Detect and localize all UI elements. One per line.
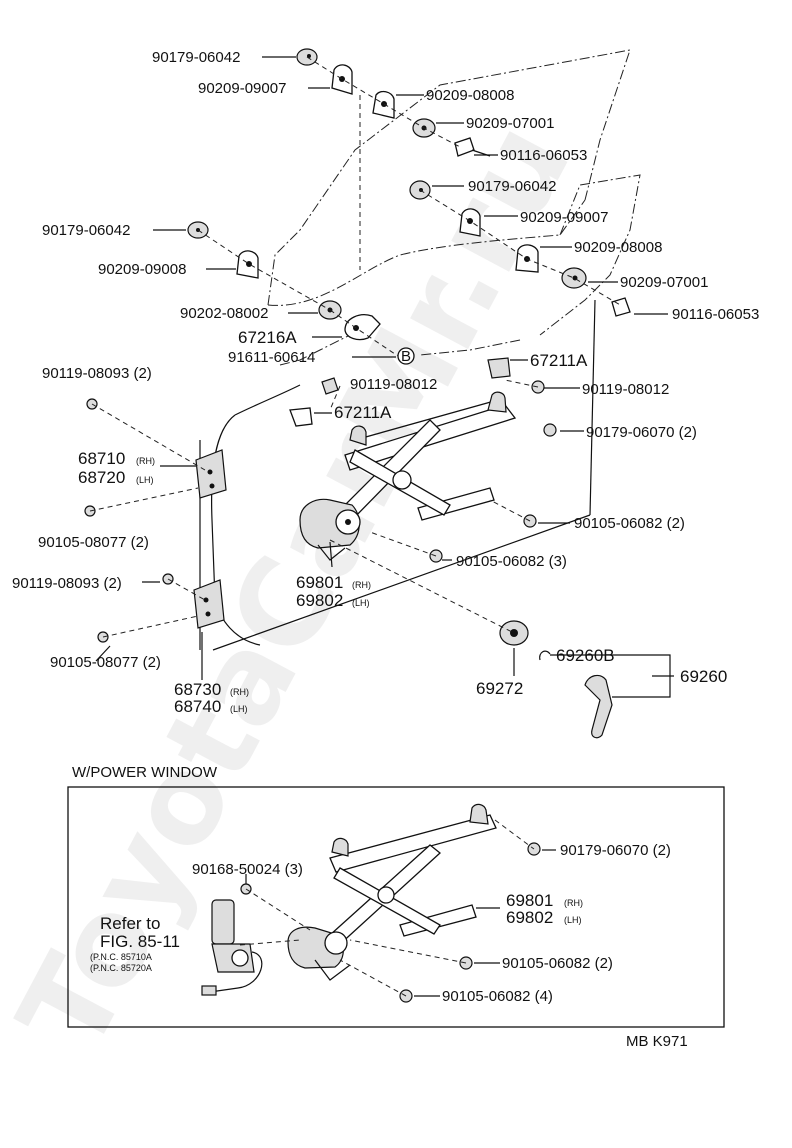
part-label: 90209-09007 (520, 209, 608, 226)
part-label: 90209-07001 (620, 274, 708, 291)
part-label: 90105-06082 (2) (502, 955, 613, 972)
part-label: 68730 (174, 680, 221, 699)
part-label: 90116-06053 (500, 147, 587, 164)
reference-note: (P.N.C. 85720A (90, 963, 152, 973)
part-label: 67211A (530, 351, 588, 370)
diagram-code: MB K971 (626, 1033, 688, 1050)
part-labels-middle: 68710 (RH) 68720 (LH) 90105-06082 (2) 90… (12, 449, 727, 716)
reference-note: FIG. 85-11 (100, 932, 180, 951)
part-label: 90168-50024 (3) (192, 861, 303, 878)
part-label-suffix: (RH) (564, 898, 583, 908)
solid-leaders (95, 56, 674, 698)
part-label-suffix: (RH) (136, 456, 155, 466)
part-label: 90105-06082 (2) (574, 515, 685, 532)
part-label: 67216A (238, 328, 297, 347)
part-label-suffix: (RH) (230, 687, 249, 697)
part-label: 69272 (476, 679, 523, 698)
part-label: 90119-08012 (350, 376, 437, 393)
reference-note: (P.N.C. 85710A (90, 952, 152, 962)
part-label: 69801 (296, 573, 343, 592)
part-label: 69802 (296, 591, 343, 610)
part-label: 90209-08008 (426, 87, 514, 104)
window-crank-handle (499, 620, 613, 739)
window-regulator-power (287, 803, 497, 981)
part-label: 90209-08008 (574, 239, 662, 256)
part-label: 91611-60614 (228, 349, 315, 366)
small-fasteners (84, 357, 557, 643)
part-label: 90209-07001 (466, 115, 554, 132)
reference-note: Refer to (100, 914, 160, 933)
part-label: 90202-08002 (180, 305, 268, 322)
power-window-leaders (239, 819, 556, 997)
part-label: 90209-09008 (98, 261, 186, 278)
part-label: 90119-08012 (582, 381, 669, 398)
reference-letter: B (401, 348, 411, 365)
part-label: 90209-09007 (198, 80, 286, 97)
part-label: 69260 (680, 667, 727, 686)
part-labels-power-window: 90179-06070 (2) 90168-50024 (3) 69801 (R… (90, 842, 671, 1005)
part-label: 90105-06082 (4) (442, 988, 553, 1005)
door-glass-outline (267, 49, 641, 366)
power-window-box (67, 786, 725, 1028)
part-label: 90116-06053 (672, 306, 759, 323)
part-label: 90179-06070 (2) (586, 424, 697, 441)
part-label: 68740 (174, 697, 221, 716)
part-label: 90105-08077 (2) (38, 534, 149, 551)
part-label: 90179-06042 (152, 49, 240, 66)
part-label: 90179-06070 (2) (560, 842, 671, 859)
window-regulator-manual (299, 391, 517, 561)
part-label-suffix: (LH) (230, 704, 248, 714)
part-label: 69801 (506, 891, 553, 910)
part-label: 69802 (506, 908, 553, 927)
part-label-suffix: (LH) (136, 475, 154, 485)
part-label: 90119-08093 (2) (42, 365, 152, 382)
part-labels-top: 90179-06042 90209-09007 90209-08008 9020… (42, 49, 759, 441)
part-label-suffix: (LH) (564, 915, 582, 925)
power-window-motor (201, 899, 263, 996)
part-label: 69260B (556, 646, 615, 665)
part-label: 90179-06042 (468, 178, 556, 195)
part-label: 68720 (78, 468, 125, 487)
part-label-suffix: (RH) (352, 580, 371, 590)
part-label: 90179-06042 (42, 222, 130, 239)
part-label: 90105-06082 (3) (456, 553, 567, 570)
part-label: 90105-08077 (2) (50, 654, 161, 671)
door-hinges (193, 449, 227, 629)
section-title: W/POWER WINDOW (72, 764, 218, 781)
part-label-suffix: (LH) (352, 598, 370, 608)
part-label: 68710 (78, 449, 125, 468)
part-label: 67211A (334, 403, 392, 422)
part-label: 90119-08093 (2) (12, 575, 122, 592)
leader-lines (89, 56, 623, 638)
